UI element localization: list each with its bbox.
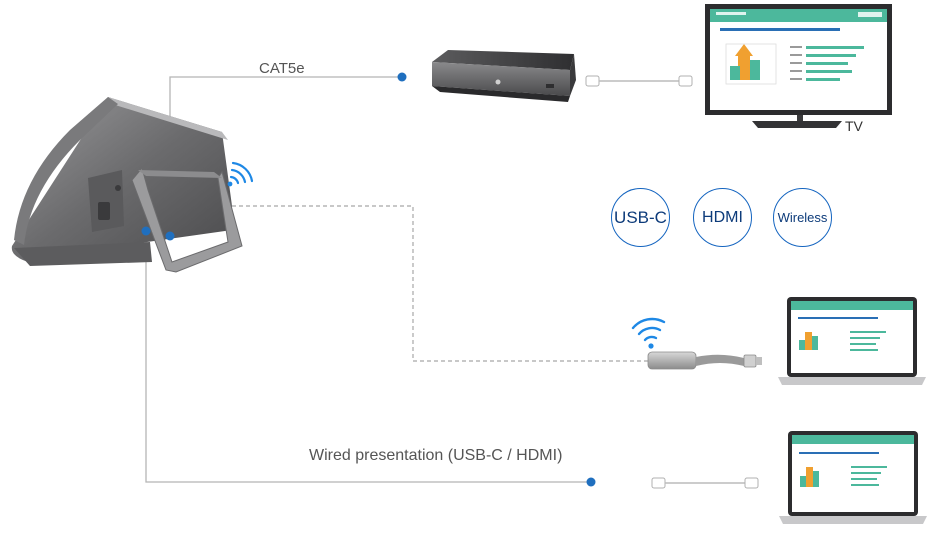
usbc-badge: USB-C [611,188,670,247]
dongle-wifi-icon [631,317,666,349]
usbc-badge-label: USB-C [614,207,667,227]
wireless-badge: Wireless [773,188,832,247]
hdmi-port-node [141,226,151,236]
wireless-dongle [631,317,762,370]
wireless-link-dashed-line [232,205,650,362]
wifi-signal-icon [227,161,254,187]
usbc-cable-to-laptop [651,477,759,489]
touch-panel-device [11,97,243,273]
laptop-wireless-presenter [778,297,926,385]
cat5e-label: CAT5e [259,60,305,77]
wired-presentation-line [145,230,591,483]
laptop-wired-presenter [779,431,927,524]
hdmi-cable-to-tv [585,75,693,87]
wired-endpoint-node [586,477,596,487]
wired-presentation-label: Wired presentation (USB-C / HDMI) [309,447,563,464]
wireless-badge-label: Wireless [777,210,828,225]
tv-display [705,4,892,128]
cat5e-endpoint-node [397,72,407,82]
hdmi-badge: HDMI [693,188,752,247]
cat5e-port-node [165,231,175,241]
mini-pc-box [432,50,576,102]
tv-label: TV [845,118,863,134]
hdmi-badge-label: HDMI [702,208,743,226]
